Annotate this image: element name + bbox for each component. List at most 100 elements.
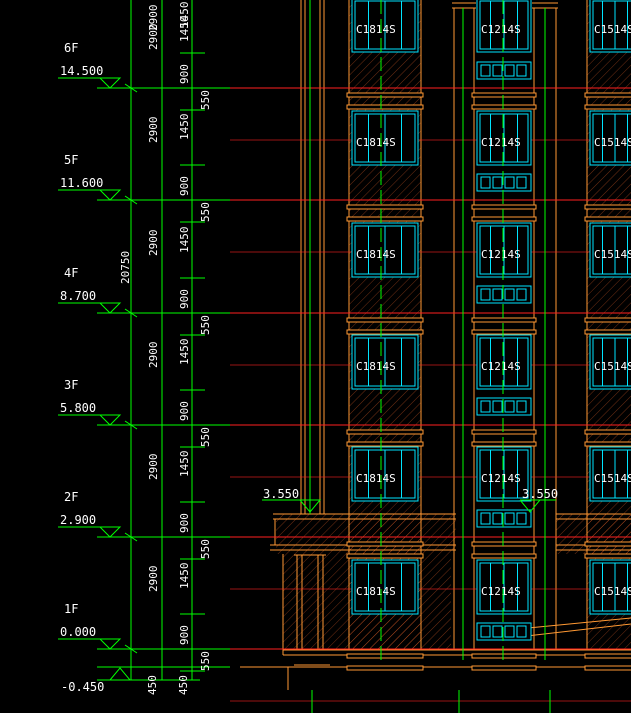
level-markers: 6F14.5005F11.6004F8.7003F5.8002F2.9001F0… [58,41,230,650]
window: C1214S [476,559,532,615]
window-label: C1514S [594,23,631,36]
floor-band [471,665,537,671]
dimension-ticks: 2900 900 1450 550 2900 900 1450 550 2900 900 1450 5… [124,2,212,672]
window-label: C1514S [594,472,631,485]
window: C1814S [351,559,419,615]
window-label: C1214S [481,472,521,485]
window-label: C1814S [356,585,396,598]
floor-band [471,541,537,547]
level-marker-1f: 1F 0.000 [58,602,230,650]
window-label: C1514S [594,585,631,598]
window-label: C1514S [594,248,631,261]
canopy-elev-right: 3.550 [522,487,558,501]
window: C1214S [476,110,532,166]
lintel-dim: 550 [199,202,212,222]
floor-band [346,104,424,110]
window-dim: 1450 [178,16,191,43]
window: C1814S [351,446,419,502]
floor-band [346,329,424,335]
storey-dim: 2900 [147,566,160,593]
floor-band [471,204,537,210]
window: C1514S [589,559,631,615]
floor-band [471,104,537,110]
floor-band [471,653,537,659]
floor-band [346,204,424,210]
storey-dim: 2900 [147,5,160,32]
balcony-railing [476,285,532,304]
base-dim-2: 450 [177,675,190,695]
canopy-level-right: 3.550 [519,487,558,513]
window-dim: 1450 [178,227,191,254]
windows: C1814S C1214S C1514S C1814S C1214S C1514S C181… [351,0,631,641]
floor-band [584,329,631,335]
floor-band [346,429,424,435]
floor-elev: 5.800 [60,401,96,415]
window-label: C1514S [594,360,631,373]
window-label: C1214S [481,136,521,149]
window: C1814S [351,0,419,53]
floor-bands [346,92,631,671]
storey-dim: 2900 [147,454,160,481]
window-label: C1214S [481,248,521,261]
floor-band [584,553,631,559]
floor-elev: 14.500 [60,64,103,78]
floor-name: 3F [64,378,78,392]
floor-band [584,104,631,110]
floor-band [346,92,424,98]
floor-name: 4F [64,266,78,280]
floor-band [584,317,631,323]
floor-band [471,92,537,98]
balcony-railing [476,173,532,192]
floor-band [471,429,537,435]
base-dim-1: 450 [146,675,159,695]
level-marker-4f: 4F 8.700 [58,266,230,314]
lintel-dim: 550 [199,539,212,559]
floor-band [346,653,424,659]
floor-band [346,665,424,671]
lintel-dim: 550 [199,651,212,671]
window: C1514S [589,0,631,53]
floor-band [584,665,631,671]
lintel-dim: 550 [199,90,212,110]
window-label: C1814S [356,136,396,149]
floor-elev: 8.700 [60,289,96,303]
floor-band [584,204,631,210]
window-label: C1814S [356,360,396,373]
floor-band [471,329,537,335]
sill-dim: 900 [178,625,191,645]
window: C1514S [589,334,631,390]
floor-band [584,653,631,659]
floor-elev: 0.000 [60,625,96,639]
total-height-dim: 20750 [119,251,132,284]
window-dim: 1450 [178,339,191,366]
window: C1814S [351,110,419,166]
sill-dim: 900 [178,64,191,84]
window: C1214S [476,334,532,390]
storey-dim: 2900 [147,117,160,144]
balcony-railing [476,509,532,528]
floor-band [346,541,424,547]
window-dim: 1450 [178,114,191,141]
floor-band [471,317,537,323]
storey-dim: 2900 [147,342,160,369]
floor-band [584,441,631,447]
floor-band [346,553,424,559]
floor-band [471,441,537,447]
window: C1814S [351,334,419,390]
floor-band [584,92,631,98]
floor-band [584,429,631,435]
window-dim: 1450 [178,451,191,478]
floor-name: 1F [64,602,78,616]
window-label: C1814S [356,23,396,36]
ground-level-marker: -0.450 [61,667,132,694]
sill-dim: 900 [178,289,191,309]
canopy-level-left: 3.550 [262,487,322,513]
floor-elev: 2.900 [60,513,96,527]
floor-elev: 11.600 [60,176,103,190]
floor-band [346,216,424,222]
floor-band [584,541,631,547]
ground-level-elev: -0.450 [61,680,104,694]
balcony-railing [476,622,532,641]
